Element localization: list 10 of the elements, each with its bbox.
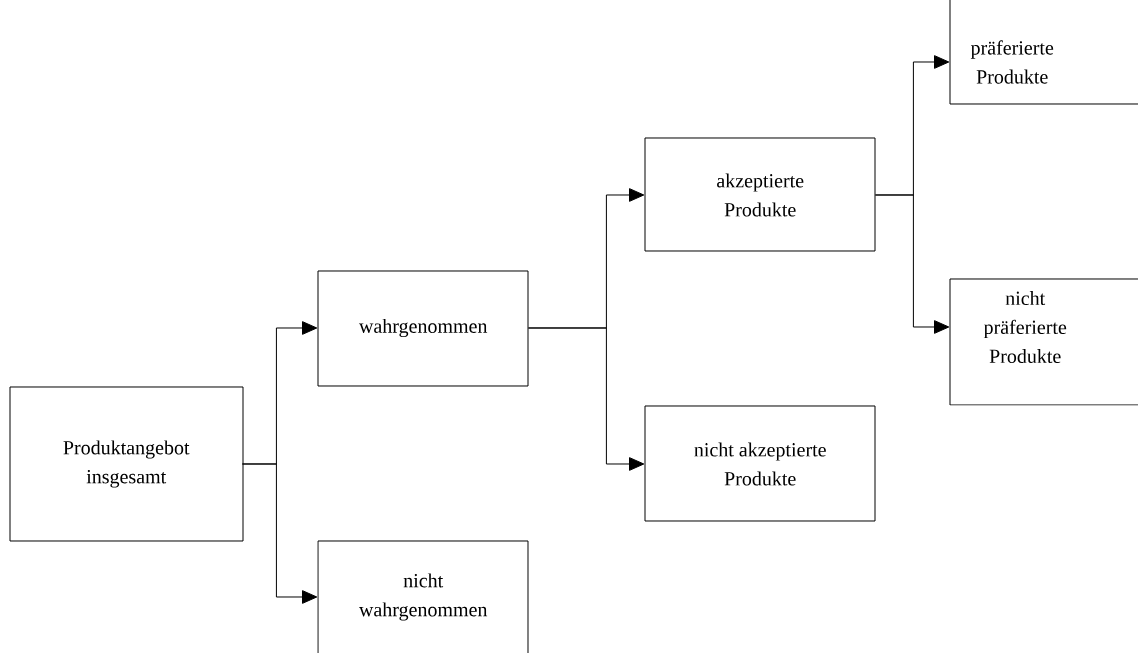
- arrow: [241, 463, 318, 604]
- process-box: Produktangebot insgesamt: [9, 386, 244, 542]
- process-box: präferierte Produkte: [949, 0, 1138, 105]
- process-box: wahrgenommen: [317, 270, 529, 387]
- process-box: akzeptierte Produkte: [644, 137, 876, 252]
- arrow: [874, 194, 950, 334]
- arrow: [527, 327, 645, 471]
- process-box: nicht präferierte Produkte: [949, 278, 1138, 406]
- process-box: nicht akzeptierte Produkte: [644, 405, 876, 522]
- process-box: nicht wahrgenommen: [317, 540, 529, 653]
